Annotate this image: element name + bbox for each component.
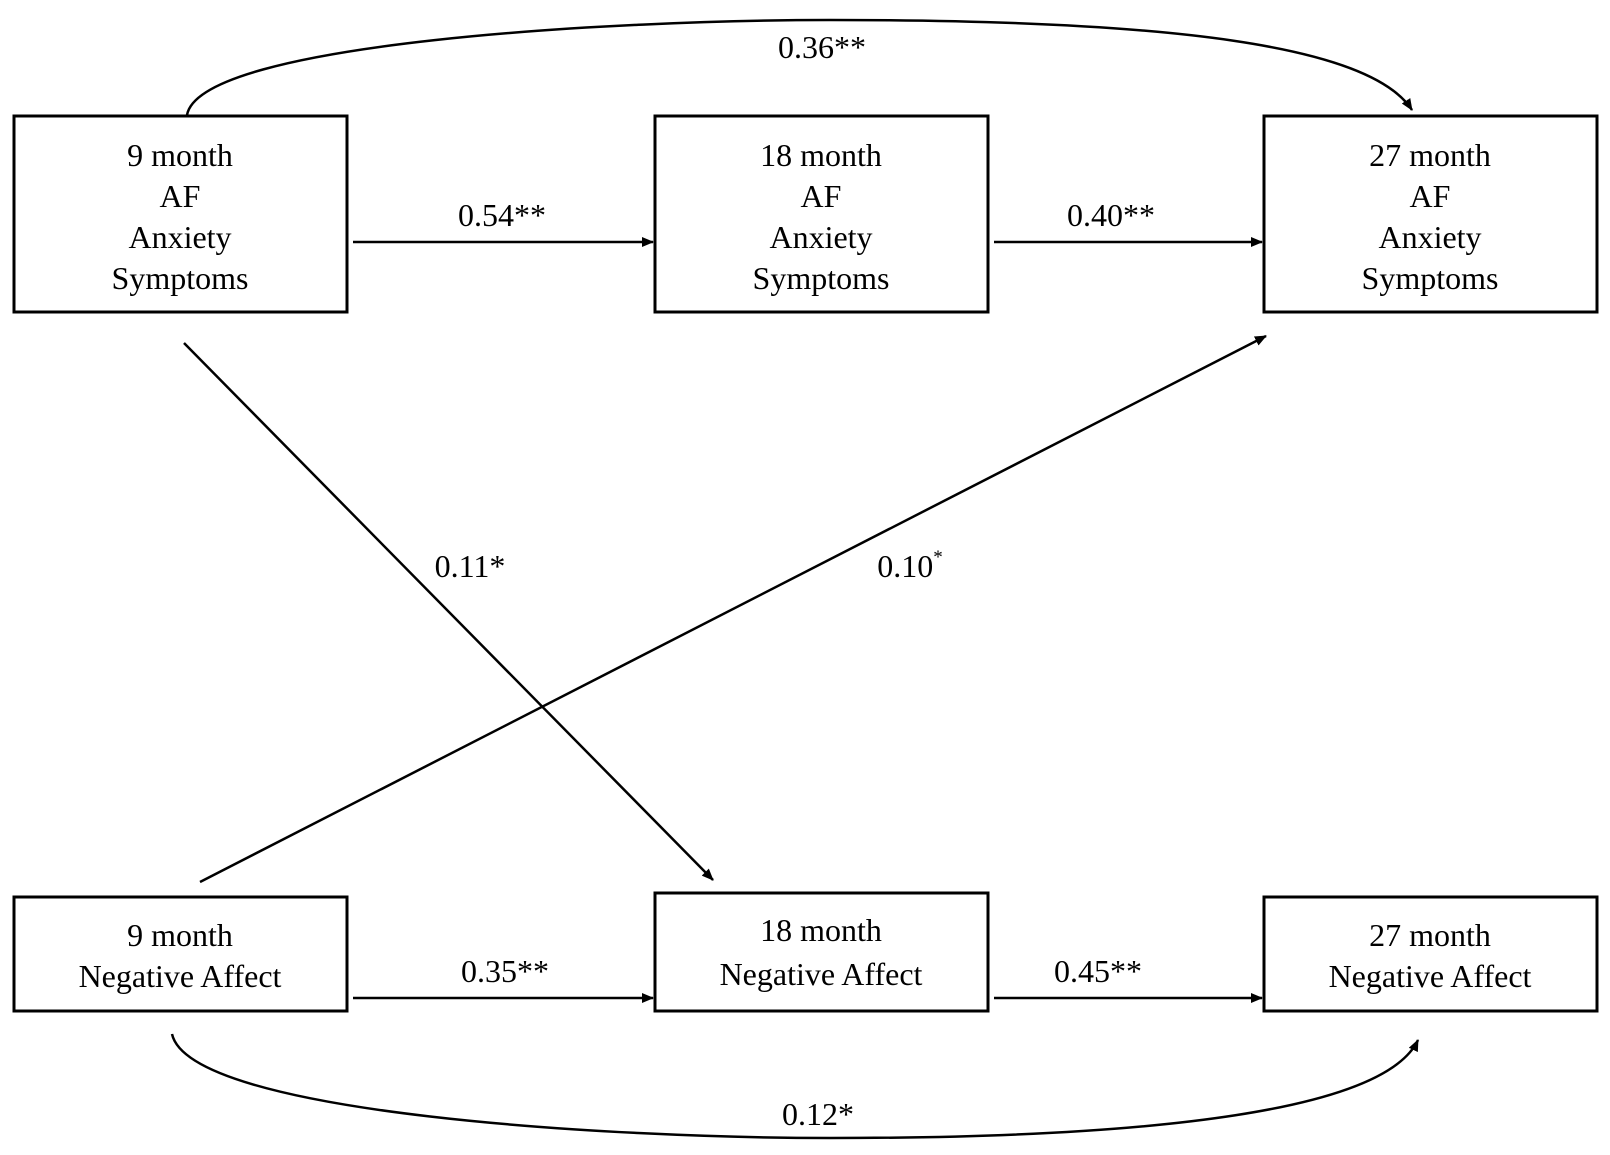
coef-na9-na27: 0.12 — [782, 1096, 838, 1132]
node-af-9-line-2: AF — [160, 178, 201, 214]
node-af-27-line-3: Anxiety — [1378, 219, 1481, 255]
node-na-27-line-2: Negative Affect — [1329, 958, 1532, 994]
node-af-27-line-2: AF — [1410, 178, 1451, 214]
edge-na9-to-af27 — [199, 334, 1267, 884]
coef-na9-na18: 0.35 — [461, 953, 517, 989]
node-af-9-line-3: Anxiety — [128, 219, 231, 255]
label-na9-na27: 0.12* — [782, 1096, 854, 1132]
label-af18-af27: 0.40** — [1067, 197, 1155, 233]
coef-af9-af27: 0.36 — [778, 29, 834, 65]
coef-na18-na27: 0.45 — [1054, 953, 1110, 989]
edge-af9-to-na18 — [183, 342, 714, 881]
node-af-27-month — [1262, 114, 1599, 314]
node-na-9-line-1: 9 month — [127, 917, 233, 953]
label-na9-af27: 0.10* — [877, 547, 943, 584]
sig-na9-na27: * — [838, 1096, 854, 1132]
node-af-9-line-1: 9 month — [127, 137, 233, 173]
label-na18-na27: 0.45** — [1054, 953, 1142, 989]
node-af-18-month — [653, 114, 990, 314]
node-na-18-month — [653, 891, 990, 1013]
node-af-9-line-4: Symptoms — [112, 260, 249, 296]
node-na-9-line-2: Negative Affect — [79, 958, 282, 994]
node-af-18-line-2: AF — [801, 178, 842, 214]
node-na-18-line-1: 18 month — [760, 912, 882, 948]
sig-af9-af18: ** — [514, 197, 546, 233]
node-na-18-line-2: Negative Affect — [720, 956, 923, 992]
edge-af9-to-af27 — [185, 18, 1414, 116]
coef-na9-af27: 0.10 — [877, 548, 933, 584]
sig-na9-af27: * — [933, 547, 943, 568]
node-af-18-line-1: 18 month — [760, 137, 882, 173]
node-af-18-line-3: Anxiety — [769, 219, 872, 255]
node-af-27-line-4: Symptoms — [1362, 260, 1499, 296]
node-na-27-line-1: 27 month — [1369, 917, 1491, 953]
sig-na9-na18: ** — [517, 953, 549, 989]
label-na9-na18: 0.35** — [461, 953, 549, 989]
node-na-27-month — [1262, 895, 1599, 1013]
label-af9-af27: 0.36** — [778, 29, 866, 65]
node-af-9-month — [12, 114, 349, 314]
coef-af18-af27: 0.40 — [1067, 197, 1123, 233]
sig-na18-na27: ** — [1110, 953, 1142, 989]
sig-af9-na18: * — [489, 548, 505, 584]
sig-af18-af27: ** — [1123, 197, 1155, 233]
coef-af9-na18: 0.11 — [435, 548, 490, 584]
node-af-27-line-1: 27 month — [1369, 137, 1491, 173]
node-af-18-line-4: Symptoms — [753, 260, 890, 296]
node-na-9-month — [12, 895, 349, 1013]
edge-na9-to-na27 — [170, 1033, 1420, 1140]
label-af9-na18: 0.11* — [435, 548, 506, 584]
sig-af9-af27: ** — [834, 29, 866, 65]
coef-af9-af18: 0.54 — [458, 197, 514, 233]
label-af9-af18: 0.54** — [458, 197, 546, 233]
